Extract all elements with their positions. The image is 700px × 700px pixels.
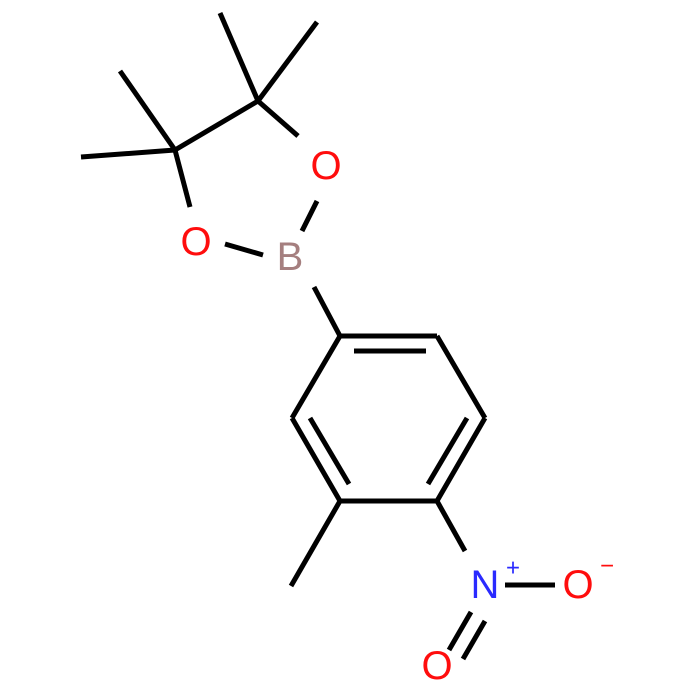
ring-bond-lower-right-inner — [425, 416, 470, 486]
methyl-bond-aryl — [288, 499, 343, 588]
bond-c1-c2 — [173, 98, 260, 153]
bond-n-o-bottom-b — [460, 619, 488, 661]
nitro-group — [434, 499, 555, 661]
bond-c2-o-left — [172, 149, 193, 208]
bond-o-top-b — [299, 199, 320, 233]
methyl-bond-c1-top-right — [255, 20, 320, 103]
ring-bond-lower-left-inner — [307, 416, 352, 486]
methyl-bond-c1-top-left — [217, 12, 261, 102]
atom-o-nitro-right: O — [562, 563, 593, 607]
bond-c1-o-top — [256, 99, 300, 138]
methyl-bond-c2-left — [80, 147, 176, 160]
ring-bond-upper-left — [289, 334, 343, 420]
atom-o-ring-top: O — [310, 144, 341, 188]
benzene-ring — [289, 333, 488, 504]
methyl-groups — [80, 12, 320, 160]
ring-bond-upper-right — [434, 334, 488, 420]
ring-bond-lower-left — [289, 416, 343, 503]
methyl-bond-c2-up — [117, 69, 178, 152]
bond-ring-n — [434, 499, 468, 553]
atom-o-ring-left: O — [180, 220, 211, 264]
bond-b-ring — [311, 285, 343, 338]
bond-o-left-b — [224, 241, 264, 258]
bond-n-o-bottom-a — [446, 610, 474, 652]
pinacol-ring — [172, 98, 320, 258]
atom-n-charge: + — [506, 555, 520, 582]
ring-bond-lower-right — [434, 416, 488, 503]
atom-o-nitro-bottom: O — [421, 644, 452, 688]
atom-n: N — [471, 563, 500, 607]
atom-o-nitro-right-charge: − — [600, 553, 614, 580]
atom-b: B — [277, 235, 304, 279]
